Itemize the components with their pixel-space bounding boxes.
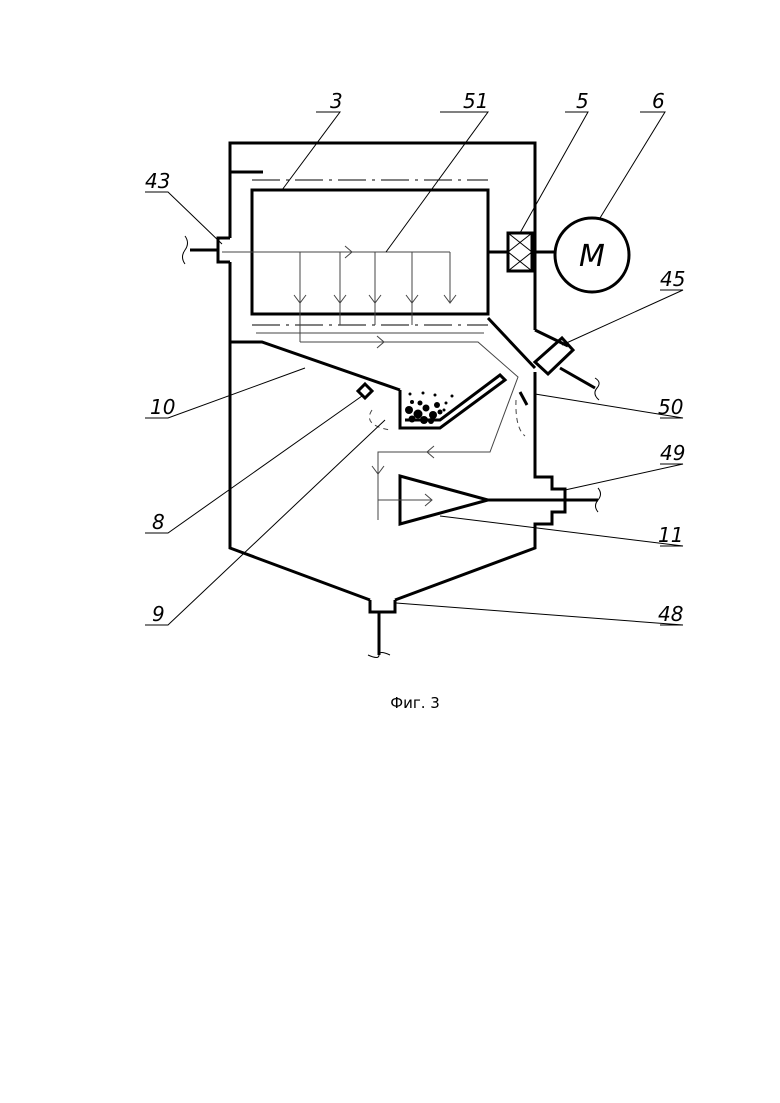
figure-caption: Фиг. 3 <box>0 694 780 712</box>
label-9: 9 <box>152 602 165 626</box>
label-5: 5 <box>576 89 589 113</box>
reference-labels: 3 51 5 6 43 45 10 50 49 8 11 9 48 <box>145 89 685 626</box>
flow-paths <box>222 246 525 520</box>
label-51: 51 <box>463 89 488 113</box>
label-45: 45 <box>660 267 685 291</box>
chute-and-hopper <box>230 342 527 428</box>
particles <box>405 392 454 425</box>
label-8: 8 <box>152 510 165 534</box>
label-49: 49 <box>660 441 685 465</box>
break-lines <box>183 236 601 658</box>
label-43: 43 <box>145 169 170 193</box>
motor-symbol: M <box>579 239 605 274</box>
label-48: 48 <box>658 602 683 626</box>
label-50: 50 <box>658 395 683 419</box>
label-6: 6 <box>652 89 665 113</box>
label-10: 10 <box>150 395 175 419</box>
motor-assembly: M <box>488 218 629 292</box>
label-11: 11 <box>658 523 683 547</box>
label-3: 3 <box>330 89 343 113</box>
sensor <box>358 384 372 398</box>
